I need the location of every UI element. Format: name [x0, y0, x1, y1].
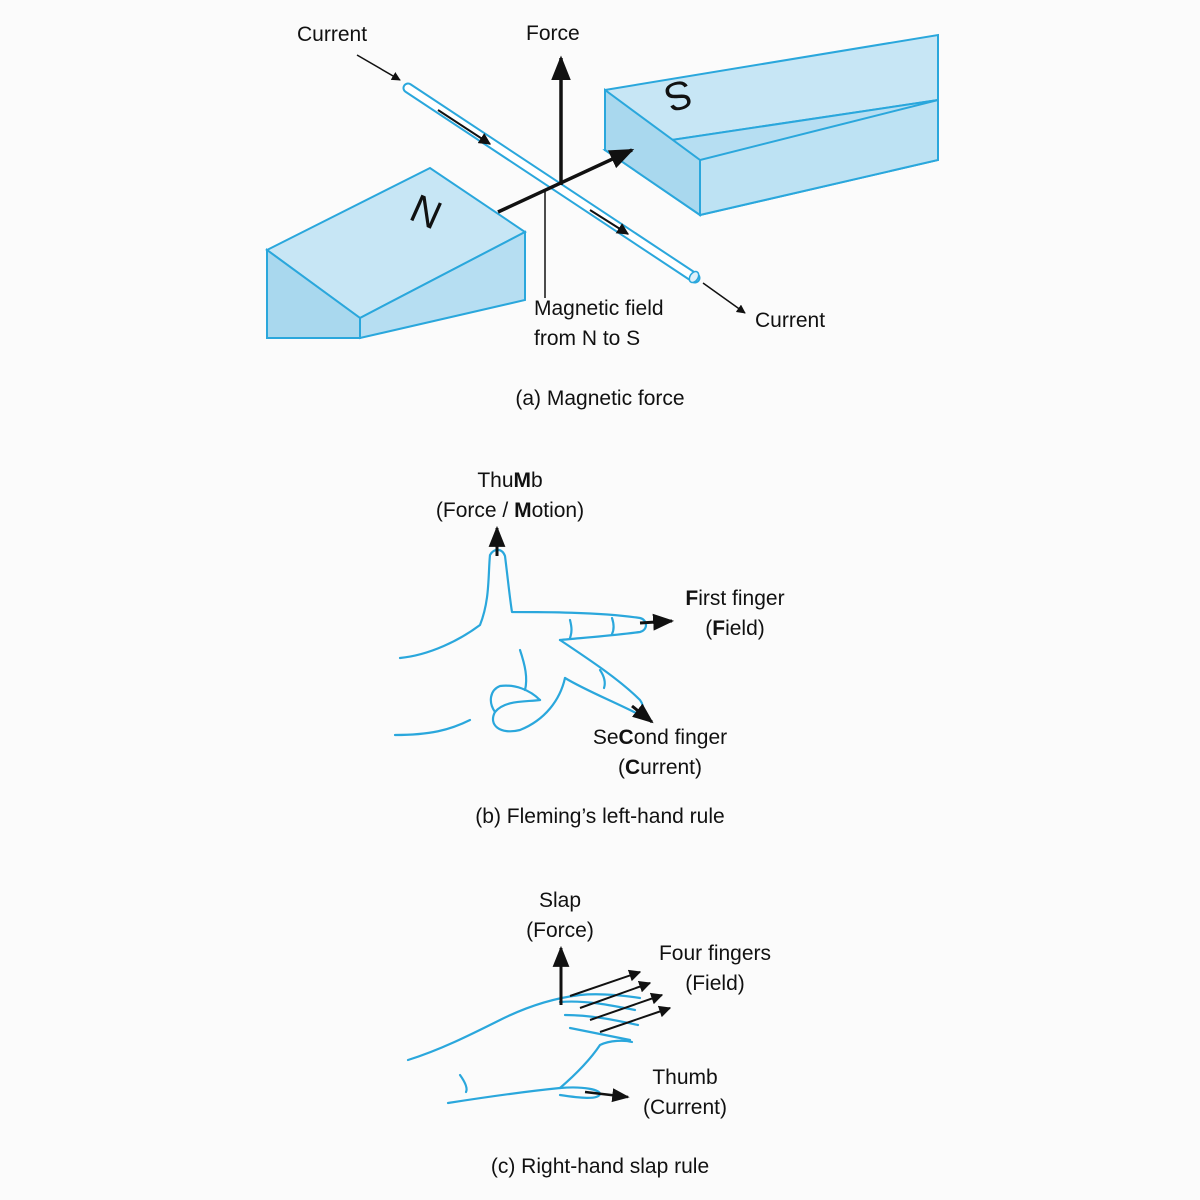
current-out-leader: [702, 282, 746, 314]
thumb-label: ThuMb (Force / Motion): [435, 469, 585, 522]
caption-b: (b) Fleming’s left-hand rule: [475, 805, 725, 828]
four-finger-field-arrows: [569, 969, 672, 1033]
current-in-leader: [356, 54, 401, 81]
current-out-label: Current: [755, 309, 826, 332]
force-label: Force: [526, 22, 580, 45]
second-finger-current-arrow: [631, 703, 654, 724]
caption-a: (a) Magnetic force: [515, 387, 685, 410]
thumb-current-label: Thumb (Current): [642, 1066, 727, 1119]
current-direction-arrow: [437, 109, 492, 145]
slap-label: Slap (Force): [526, 889, 594, 942]
current-in-label: Current: [297, 23, 368, 46]
conductor-wire: [402, 82, 701, 284]
left-hand-drawing: [393, 548, 648, 737]
current-direction-arrow: [589, 209, 630, 235]
right-hand-drawing: [406, 993, 642, 1105]
field-arrow: [497, 148, 635, 214]
first-finger-label: First finger (Field): [685, 587, 785, 640]
thumb-current-arrow: [584, 1088, 630, 1103]
north-magnet: [265, 166, 527, 340]
caption-c: (c) Right-hand slap rule: [490, 1155, 710, 1178]
four-fingers-label: Four fingers (Field): [658, 942, 772, 995]
panel-a-diagram: [265, 33, 939, 340]
magnetic-field-label: Magnetic field from N to S: [534, 297, 664, 350]
second-finger-label: SeCond finger (Current): [592, 726, 728, 779]
south-magnet: [602, 33, 939, 217]
first-finger-field-arrow: [639, 613, 675, 631]
